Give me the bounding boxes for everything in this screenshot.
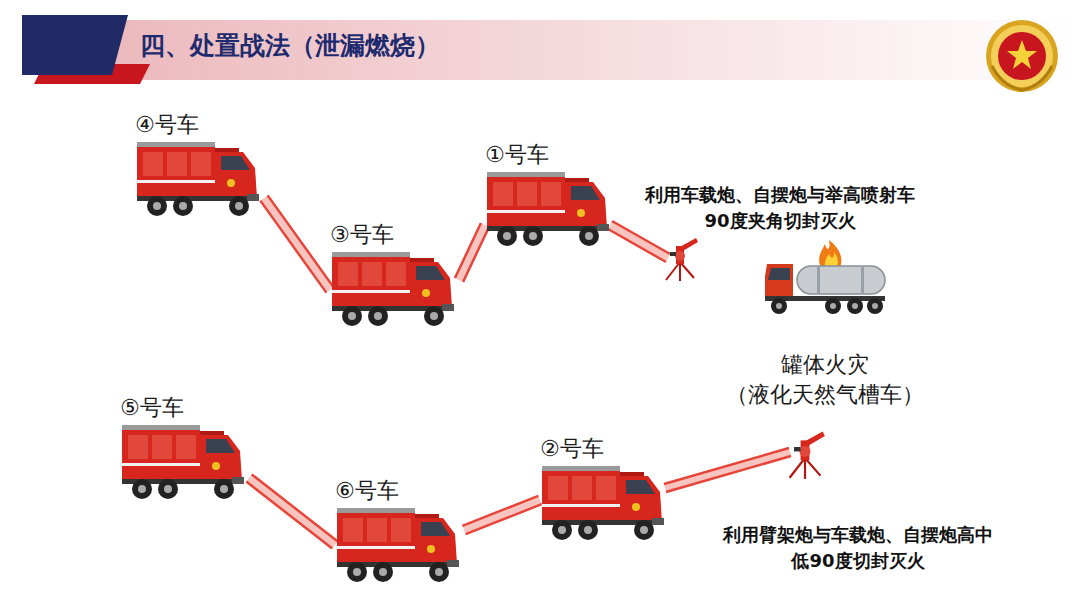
caption-wrap: 罐体火灾（液化天然气槽车） bbox=[706, 350, 944, 410]
hose-line bbox=[246, 474, 338, 548]
slide-title: 四、处置战法（泄漏燃烧） bbox=[140, 31, 440, 61]
fire-truck-art bbox=[487, 172, 609, 246]
truck-node: ⑥号车 bbox=[335, 478, 464, 584]
hose-line bbox=[462, 496, 541, 534]
hose-to-monitor bbox=[608, 221, 791, 492]
truck-label: ⑤号车 bbox=[120, 395, 249, 421]
hose-fill bbox=[464, 500, 540, 530]
fire-truck-art bbox=[137, 142, 259, 216]
fire-truck bbox=[335, 504, 460, 584]
truck-label: ①号车 bbox=[485, 142, 614, 168]
fire-truck bbox=[330, 248, 455, 328]
truck-node: ②号车 bbox=[540, 436, 669, 542]
hose-line bbox=[455, 223, 489, 282]
fire-rescue-emblem bbox=[986, 20, 1058, 92]
tanker-caption: 罐体火灾（液化天然气槽车） bbox=[710, 350, 940, 410]
hose-edge bbox=[268, 195, 334, 287]
truck-node: ③号车 bbox=[330, 222, 459, 328]
hose-edge bbox=[260, 201, 326, 293]
fire-truck-art bbox=[332, 252, 454, 326]
tanker-node: 罐体火灾（液化天然气槽车） bbox=[706, 236, 944, 410]
hose-edge bbox=[246, 482, 332, 549]
hose-edge bbox=[462, 496, 538, 526]
hose-line bbox=[260, 195, 333, 292]
hose-edge bbox=[455, 223, 481, 278]
fire-truck bbox=[540, 462, 665, 542]
fire-truck bbox=[120, 421, 245, 501]
fire-truck bbox=[135, 138, 260, 218]
tactic-note: 利用车载炮、自摆炮与举高喷射车90度夹角切封灭火 bbox=[640, 182, 920, 234]
truck-node: ①号车 bbox=[485, 142, 614, 248]
truck-node: ④号车 bbox=[135, 112, 264, 218]
fire-truck-art bbox=[337, 508, 459, 582]
tanker-truck-art bbox=[765, 240, 885, 314]
hose-fill bbox=[249, 478, 335, 545]
water-monitor bbox=[790, 432, 825, 479]
truck-node: ⑤号车 bbox=[120, 395, 249, 501]
tanker-truck bbox=[763, 236, 888, 316]
fire-truck-art bbox=[542, 466, 664, 540]
fire-truck bbox=[485, 168, 610, 248]
truck-label: ②号车 bbox=[540, 436, 669, 462]
hose-edge bbox=[252, 474, 338, 541]
header-band bbox=[22, 15, 1080, 84]
hose-fill bbox=[459, 225, 485, 280]
truck-label: ④号车 bbox=[135, 112, 264, 138]
truck-label: ⑥号车 bbox=[335, 478, 464, 504]
hose-fill bbox=[264, 198, 330, 290]
tactic-note: 利用臂架炮与车载炮、自摆炮高中低90度切封灭火 bbox=[718, 522, 998, 574]
water-monitor bbox=[666, 238, 698, 281]
fire-truck-art bbox=[122, 425, 244, 499]
truck-label: ③号车 bbox=[330, 222, 459, 248]
